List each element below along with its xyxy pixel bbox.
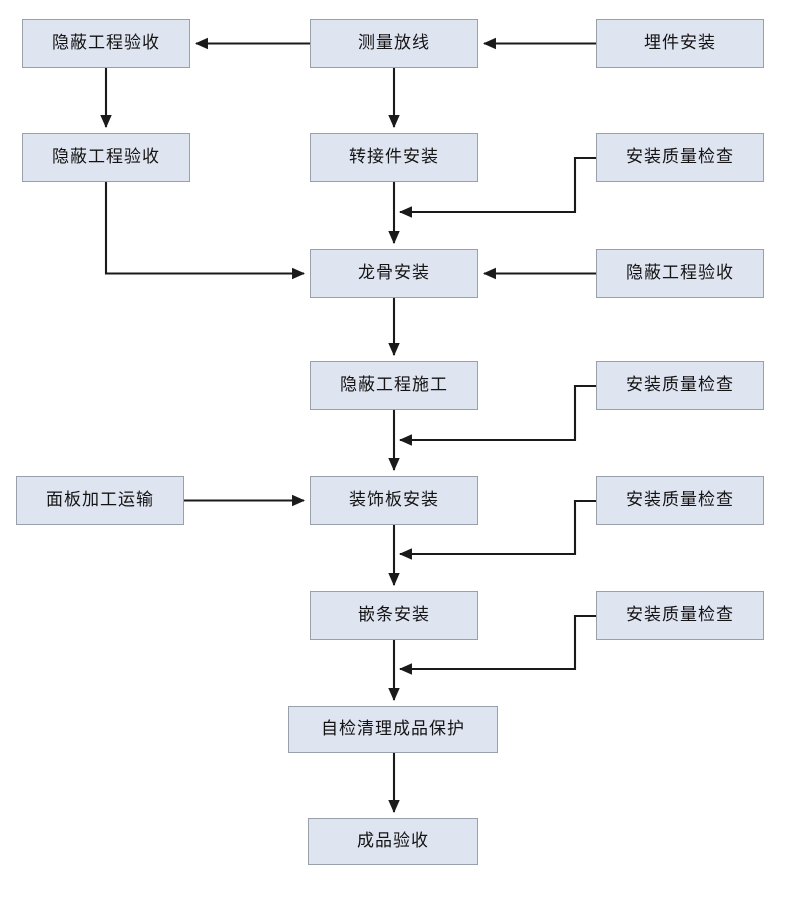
node-label: 安装质量检查 xyxy=(626,605,734,625)
node-longgu-anzhuang[interactable]: 龙骨安装 xyxy=(310,249,478,298)
node-qiantiao-anzhuang[interactable]: 嵌条安装 xyxy=(310,591,478,640)
node-label: 转接件安装 xyxy=(349,147,439,167)
node-celiang-fangxian[interactable]: 测量放线 xyxy=(310,19,478,68)
node-label: 装饰板安装 xyxy=(349,490,439,510)
node-anzhuang-zhiliang-jiancha-3[interactable]: 安装质量检查 xyxy=(596,476,764,525)
node-anzhuang-zhiliang-jiancha-2[interactable]: 安装质量检查 xyxy=(596,361,764,410)
node-label: 安装质量检查 xyxy=(626,375,734,395)
node-yinbi-gongcheng-shigong[interactable]: 隐蔽工程施工 xyxy=(310,361,478,410)
edge-yinbi2-to-longgu xyxy=(104,182,306,280)
node-label: 面板加工运输 xyxy=(46,490,154,510)
node-label: 埋件安装 xyxy=(644,33,716,53)
node-label: 隐蔽工程验收 xyxy=(52,33,160,53)
node-label: 自检清理成品保护 xyxy=(321,719,465,739)
node-label: 隐蔽工程验收 xyxy=(626,263,734,283)
node-maijian-anzhuang[interactable]: 埋件安装 xyxy=(596,19,764,68)
node-label: 安装质量检查 xyxy=(626,490,734,510)
node-yinbi-gongcheng-yanshou-2[interactable]: 隐蔽工程验收 xyxy=(22,133,190,182)
node-zijian-qingli-chengpin-baohu[interactable]: 自检清理成品保护 xyxy=(288,706,498,753)
node-label: 隐蔽工程验收 xyxy=(52,147,160,167)
node-anzhuang-zhiliang-jiancha-4[interactable]: 安装质量检查 xyxy=(596,591,764,640)
node-label: 嵌条安装 xyxy=(358,605,430,625)
node-label: 测量放线 xyxy=(358,33,430,53)
node-label: 龙骨安装 xyxy=(358,263,430,283)
node-anzhuang-zhiliang-jiancha-1[interactable]: 安装质量检查 xyxy=(596,133,764,182)
node-label: 隐蔽工程施工 xyxy=(340,375,448,395)
node-label: 成品验收 xyxy=(357,831,429,851)
node-zhuangshiban-anzhuang[interactable]: 装饰板安装 xyxy=(310,476,478,525)
node-chengpin-yanshou[interactable]: 成品验收 xyxy=(308,818,478,865)
node-label: 安装质量检查 xyxy=(626,147,734,167)
node-mianban-jiagong-yunshu[interactable]: 面板加工运输 xyxy=(16,476,184,525)
node-yinbi-gongcheng-yanshou-1[interactable]: 隐蔽工程验收 xyxy=(22,19,190,68)
node-zhuanjiejian-anzhuang[interactable]: 转接件安装 xyxy=(310,133,478,182)
node-yinbi-gongcheng-yanshou-3[interactable]: 隐蔽工程验收 xyxy=(596,249,764,298)
